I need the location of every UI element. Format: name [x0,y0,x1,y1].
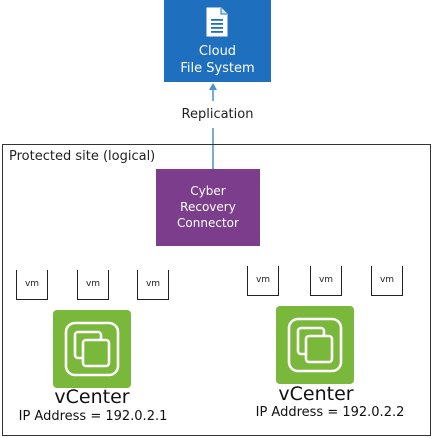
vm-box: vm [310,266,342,296]
replication-label: Replication [181,107,254,122]
protected-site-frame [2,144,431,436]
protected-site-label: Protected site (logical) [9,149,156,164]
connector-line1: Cyber [190,184,226,198]
cloud-file-system-title-line2: File System [180,61,255,76]
vcenter-name: vCenter [54,386,130,408]
vcenter-ip-address: IP Address = 192.0.2.1 [18,409,168,424]
vm-box: vm [371,266,403,296]
document-icon [206,7,228,37]
connector-line3: Connector [177,216,239,230]
cloud-file-system-box: Cloud File System [164,0,271,82]
vcenter-ip-address: IP Address = 192.0.2.2 [255,405,405,420]
vm-box: vm [16,270,48,300]
vm-box: vm [247,266,279,296]
vcenter-name: vCenter [278,383,354,405]
connector-line2: Recovery [180,200,236,214]
vcenter-icon [53,310,131,388]
vm-box: vm [137,270,169,300]
vcenter-icon [276,306,354,384]
cloud-file-system-title-line1: Cloud [198,44,237,59]
cyber-recovery-connector-box: Cyber Recovery Connector [156,169,260,246]
vm-box: vm [77,270,109,300]
